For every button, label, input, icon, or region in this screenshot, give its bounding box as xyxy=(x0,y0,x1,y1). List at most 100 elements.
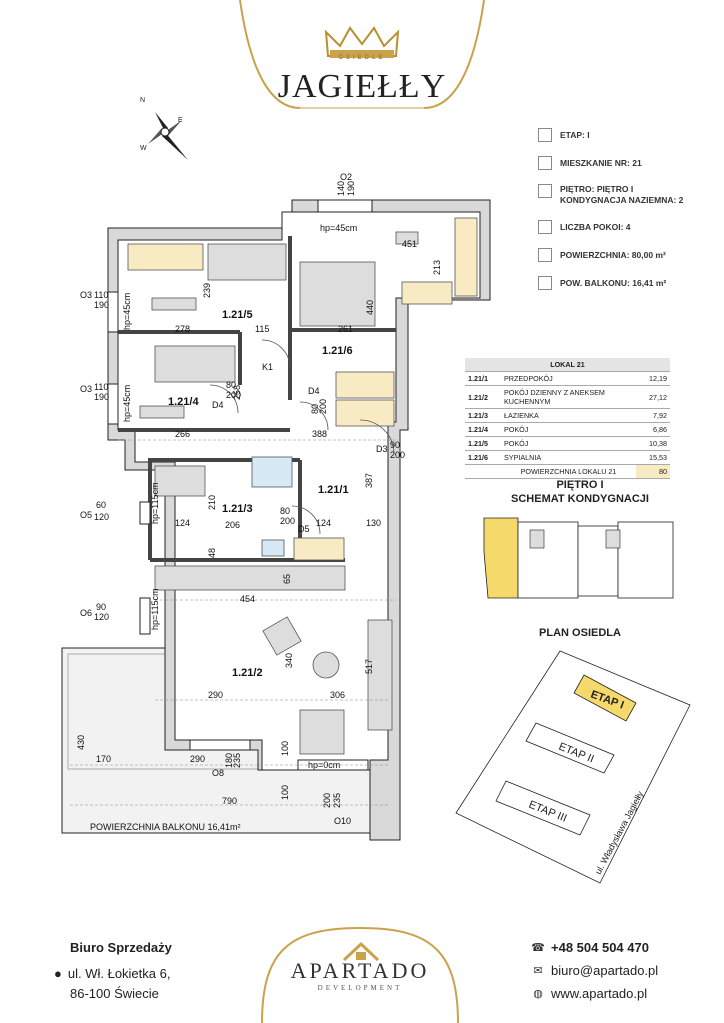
window-size: 110 xyxy=(94,290,108,300)
room-label-1.21-3: 1.21/3 xyxy=(222,503,253,515)
window-size: 190 xyxy=(94,392,109,402)
dim-label: 100 xyxy=(280,785,290,800)
company-sub: DEVELOPMENT xyxy=(317,984,403,992)
window-tag: O3 xyxy=(80,384,92,394)
door-size: 200 xyxy=(390,450,405,460)
svg-text:E: E xyxy=(178,117,183,124)
dim-label: 278 xyxy=(175,324,190,334)
phone-row[interactable]: ☎+48 504 504 470 xyxy=(531,940,649,955)
window-size: 110 xyxy=(94,382,108,392)
dim-label: 206 xyxy=(225,520,240,530)
dim-label: 261 xyxy=(338,324,353,334)
compass-icon: N E W xyxy=(140,97,188,160)
dim-label: 48 xyxy=(207,548,217,558)
window-size: 120 xyxy=(94,512,109,522)
dim-label: 65 xyxy=(282,574,292,584)
contact-info: ☎+48 504 504 470 ✉biuro@apartado.pl ◍www… xyxy=(530,940,658,1009)
brand-title: JAGIEŁŁY xyxy=(277,68,447,105)
window-tag: O5 xyxy=(80,510,92,520)
crown-logo-icon xyxy=(324,26,400,58)
dim-label: 388 xyxy=(312,429,327,439)
room-label-1.21-5: 1.21/5 xyxy=(222,309,253,321)
company-name: APARTADO xyxy=(290,958,430,983)
dim-label: 100 xyxy=(280,741,290,756)
window-size: 235 xyxy=(332,793,342,808)
location-pin-icon: ● xyxy=(54,966,62,981)
dim-label: 210 xyxy=(207,495,217,510)
window-hp: hp=0cm xyxy=(308,760,340,770)
apartment-icon xyxy=(538,156,552,170)
dim-label: 213 xyxy=(432,260,442,275)
dim-label: 451 xyxy=(402,239,417,249)
dim-label: 130 xyxy=(366,518,381,528)
window-hp: hp=45cm xyxy=(122,385,132,422)
window-hp: hp=45cm xyxy=(122,293,132,330)
dim-label: 340 xyxy=(284,653,294,668)
dim-label: 790 xyxy=(222,796,237,806)
window-size: 90 xyxy=(96,602,106,612)
dim-label: 306 xyxy=(330,690,345,700)
mail-icon: ✉ xyxy=(533,965,543,977)
address-line-2: 86-100 Świecie xyxy=(70,986,159,1001)
window-size: 190 xyxy=(94,300,109,310)
schemat-title: PIĘTRO I SCHEMAT KONDYGNACJI xyxy=(511,479,649,505)
balcony-area-label: POWIERZCHNIA BALKONU 16,41m² xyxy=(90,822,241,832)
building-icon xyxy=(538,128,552,142)
dim-label: 124 xyxy=(316,518,331,528)
door-tag: D4 xyxy=(308,386,320,396)
window-size: 190 xyxy=(346,181,356,196)
window-hp: hp=45cm xyxy=(320,223,357,233)
room-label-1.21-4: 1.21/4 xyxy=(168,396,199,408)
window-size: 180 xyxy=(224,753,234,768)
window-size: 200 xyxy=(322,793,332,808)
window-tag: O6 xyxy=(80,608,92,618)
stairs-icon xyxy=(538,184,552,198)
dim-label: 115 xyxy=(255,324,269,334)
info-pow-balkonu: POW. BALKONU: 16,41 m² xyxy=(538,276,718,290)
window-size: 60 xyxy=(96,500,106,510)
address-line-1: ●ul. Wł. Łokietka 6, xyxy=(54,966,171,981)
balcony-icon xyxy=(538,276,552,290)
dim-label: 387 xyxy=(364,473,374,488)
door-tag: D5 xyxy=(298,524,310,534)
door-size: 80 xyxy=(226,380,236,390)
site-plan: ETAP I ETAP II ETAP III ul. Władysława J… xyxy=(455,650,691,884)
globe-icon: ◍ xyxy=(533,988,543,1000)
dim-label: 124 xyxy=(175,518,190,528)
house-logo-icon xyxy=(342,941,380,962)
window-tag: O2 xyxy=(340,172,352,182)
room-label-1.21-1: 1.21/1 xyxy=(318,484,349,496)
osiedle-label: OSIEDLE xyxy=(338,55,386,61)
web-row[interactable]: ◍www.apartado.pl xyxy=(530,986,658,1001)
room-label-1.21-6: 1.21/6 xyxy=(322,345,353,357)
door-size: 80 xyxy=(280,506,290,516)
window-size: 120 xyxy=(94,612,109,622)
info-etap: ETAP: I xyxy=(538,128,718,142)
email-row[interactable]: ✉biuro@apartado.pl xyxy=(530,963,658,978)
door-tag: D4 xyxy=(212,400,224,410)
apartment-info: ETAP: I MIESZKANIE NR: 21 PIĘTRO: PIĘTRO… xyxy=(538,128,718,304)
door-icon xyxy=(538,220,552,234)
door-size: 200 xyxy=(226,390,241,400)
footer-arc xyxy=(261,926,459,1023)
window-size: 235 xyxy=(232,753,242,768)
door-size: 200 xyxy=(280,516,295,526)
dim-label: 440 xyxy=(365,300,375,315)
floor-scheme xyxy=(483,517,674,599)
dim-label: 266 xyxy=(175,429,190,439)
door-size: 80 xyxy=(310,404,320,414)
window-tag: O8 xyxy=(212,768,224,778)
dim-label: 290 xyxy=(190,754,205,764)
phone-icon: ☎ xyxy=(531,942,545,954)
window-hp: hp=115cm xyxy=(150,482,160,524)
door-size: 200 xyxy=(318,399,328,414)
plan-osiedla-title: PLAN OSIEDLA xyxy=(539,627,621,639)
